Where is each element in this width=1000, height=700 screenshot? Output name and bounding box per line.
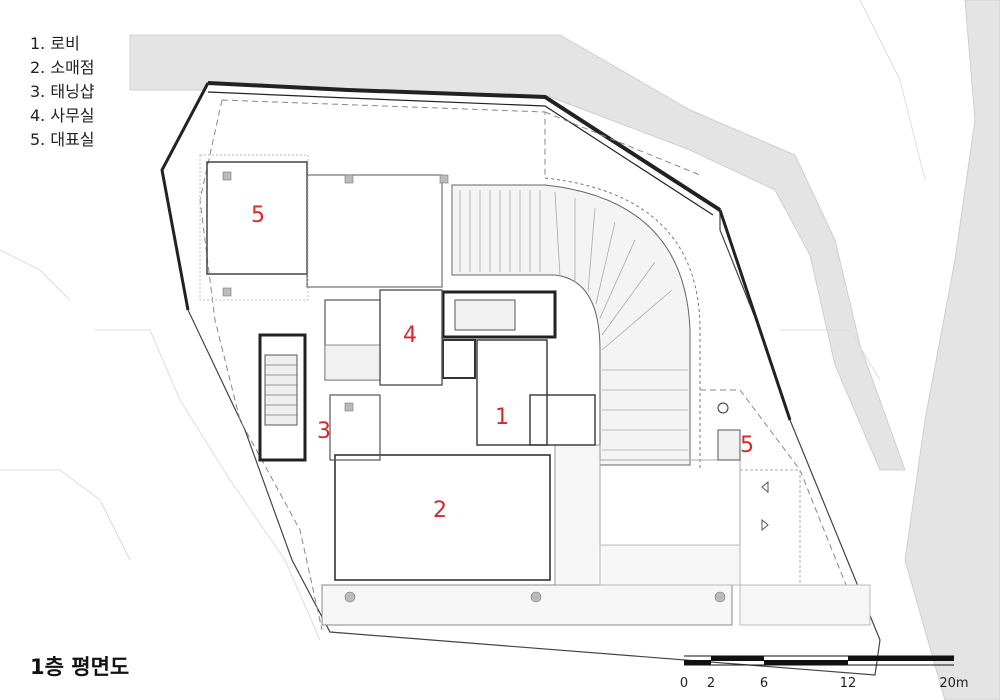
room-label-3-tanning-shop: 3 [317, 419, 331, 444]
legend-number: 2. [30, 58, 46, 77]
plan-title: 1층 평면도 [30, 655, 130, 679]
legend-name: 로비 [50, 34, 80, 53]
legend-number: 1. [30, 34, 46, 53]
room-legend: 1. 로비 2. 소매점 3. 태닝샵 4. 사무실 5. 대표실 [30, 32, 95, 152]
service-core [258, 289, 741, 462]
room-label-1-lobby: 1 [495, 405, 509, 430]
room-label-5-ceo-office: 5 [251, 203, 265, 228]
scale-label-2: 2 [707, 676, 715, 691]
scale-label-0: 0 [680, 676, 688, 691]
legend-item-ceo-office: 5. 대표실 [30, 128, 95, 152]
legend-item-retail: 2. 소매점 [30, 56, 95, 80]
legend-item-office: 4. 사무실 [30, 104, 95, 128]
legend-item-tanning-shop: 3. 태닝샵 [30, 80, 95, 104]
room-label-5-ceo-office-annex: 5 [740, 433, 754, 458]
scale-bar: 0 2 6 12 20m [680, 655, 969, 691]
columns [222, 171, 726, 603]
legend-item-lobby: 1. 로비 [30, 32, 95, 56]
site-boundary [160, 81, 881, 676]
stepped-seating [451, 177, 701, 470]
scale-label-12: 12 [840, 676, 857, 691]
floor-areas [199, 154, 871, 626]
legend-name: 소매점 [50, 58, 95, 77]
entrance-arrows [761, 480, 769, 532]
scale-label-20m: 20m [939, 676, 968, 691]
legend-number: 3. [30, 82, 46, 101]
legend-number: 4. [30, 106, 46, 125]
scale-label-6: 6 [760, 676, 768, 691]
room-label-4-office: 4 [403, 323, 417, 348]
legend-name: 사무실 [50, 106, 95, 125]
legend-name: 대표실 [50, 130, 95, 149]
setback-lines [199, 99, 861, 631]
legend-name: 태닝샵 [50, 82, 95, 101]
legend-number: 5. [30, 130, 46, 149]
room-label-2-retail: 2 [433, 498, 447, 523]
